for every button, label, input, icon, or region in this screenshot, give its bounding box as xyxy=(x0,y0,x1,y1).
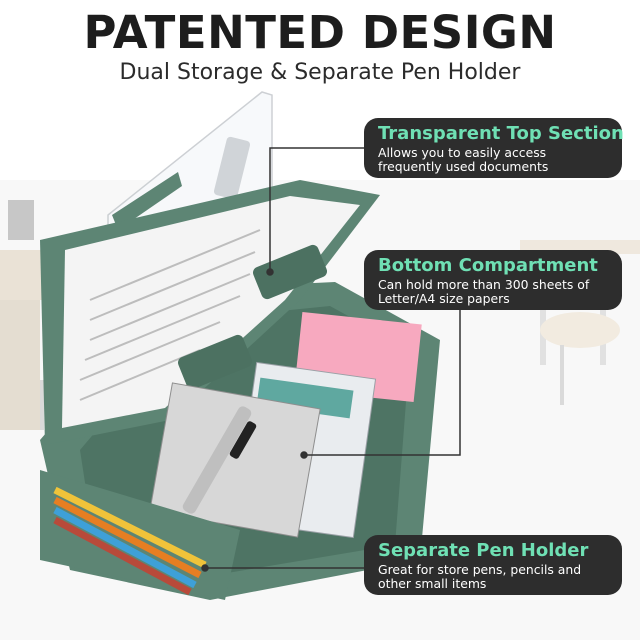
callout-title: Separate Pen Holder xyxy=(378,540,589,561)
callout-description: Allows you to easily access frequently u… xyxy=(378,145,549,174)
callout-title: Transparent Top Section xyxy=(378,123,624,144)
pen-icon xyxy=(182,406,252,514)
subheadline: Dual Storage & Separate Pen Holder xyxy=(119,60,521,85)
stored-items xyxy=(149,311,422,539)
callout-description: Can hold more than 300 sheets of Letter/… xyxy=(378,277,590,306)
callout-description: Great for store pens, pencils and other … xyxy=(378,562,582,591)
callout-transparent-top: Transparent Top Section Allows you to ea… xyxy=(364,118,624,178)
hinge-strip xyxy=(112,172,182,230)
callout-title: Bottom Compartment xyxy=(378,255,598,276)
callout-pen-holder: Separate Pen Holder Great for store pens… xyxy=(364,535,622,595)
callout-bottom-compartment: Bottom Compartment Can hold more than 30… xyxy=(364,250,622,310)
clip-icon xyxy=(213,136,251,200)
headline: PATENTED DESIGN xyxy=(83,6,557,59)
pen-holder xyxy=(40,470,240,600)
